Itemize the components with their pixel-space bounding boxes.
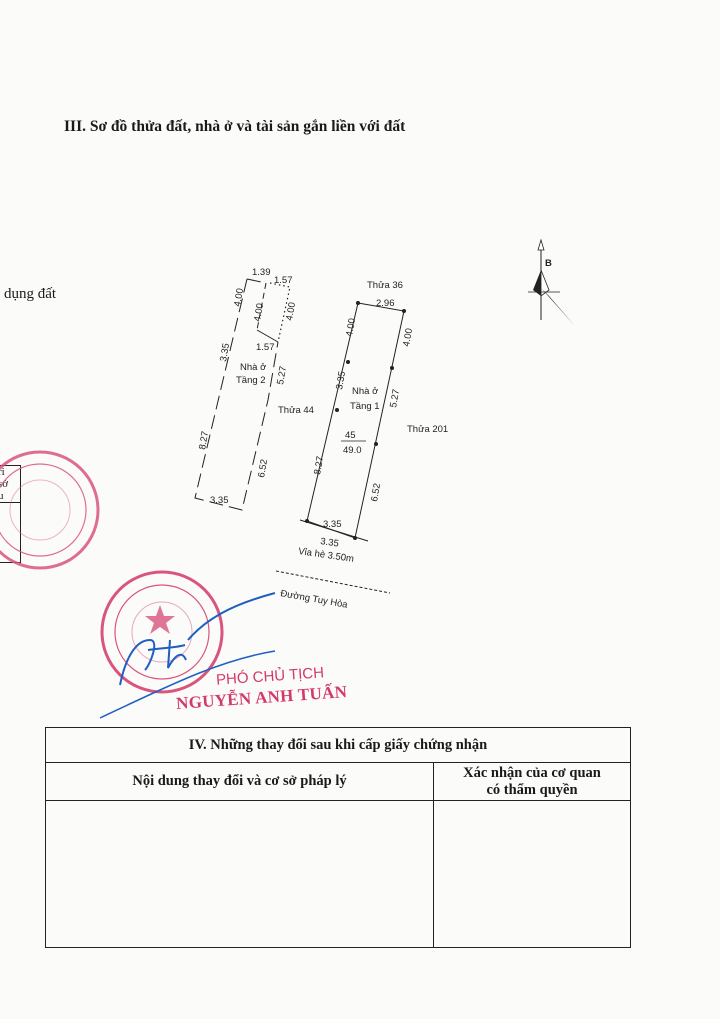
dim-top: 2.96 bbox=[376, 298, 395, 309]
floor2-label: Nhà ở bbox=[240, 362, 266, 373]
dim: 3.35 bbox=[210, 495, 229, 506]
cut-off-table: ri sở u bbox=[0, 465, 21, 563]
dim: 8.27 bbox=[197, 430, 211, 450]
cut-off-cell: u bbox=[0, 490, 20, 503]
dim-right-mid: 5.27 bbox=[388, 388, 402, 408]
north-label: B bbox=[545, 258, 552, 269]
dim: 4.00 bbox=[232, 287, 246, 307]
content-cell bbox=[45, 800, 434, 948]
dim-left-top: 4.00 bbox=[344, 317, 358, 337]
dim-right-top: 4.00 bbox=[401, 327, 415, 347]
stamp-official bbox=[100, 570, 224, 694]
floor1-label: Nhà ở bbox=[352, 386, 378, 397]
changes-table: IV. Những thay đổi sau khi cấp giấy chứn… bbox=[45, 727, 631, 948]
cut-off-cell: sở bbox=[0, 478, 9, 490]
floor1-labels: 2.96 4.00 3.35 8.27 4.00 5.27 6.52 3.35 … bbox=[278, 280, 448, 565]
signature bbox=[99, 592, 276, 719]
dim: 1.39 bbox=[252, 267, 271, 278]
dim-right-bottom: 6.52 bbox=[369, 482, 383, 502]
dim: 4.00 bbox=[284, 301, 298, 321]
dim-bottom-inner: 3.35 bbox=[323, 519, 342, 530]
dim: 1.57 bbox=[274, 275, 293, 286]
parcel-floor1 bbox=[299, 302, 405, 542]
column-header-confirmation: Xác nhận của cơ quan có thẩm quyền bbox=[433, 762, 631, 801]
parcel-vertices bbox=[305, 301, 406, 540]
parcel-floor2 bbox=[194, 278, 279, 511]
parcel-number: 45 bbox=[345, 430, 356, 441]
neighbor-top: Thửa 36 bbox=[367, 280, 403, 291]
neighbor-right: Thửa 201 bbox=[407, 424, 448, 435]
parcel-area: 49.0 bbox=[343, 445, 362, 456]
dim-bottom-outer: 3.35 bbox=[320, 536, 340, 549]
north-arrow-icon: B bbox=[528, 238, 575, 326]
dim: 1.57 bbox=[256, 342, 275, 353]
neighbor-middle: Thửa 44 bbox=[278, 405, 314, 416]
floor2-label: Tầng 2 bbox=[236, 375, 266, 386]
cut-off-cell: ri bbox=[0, 466, 5, 478]
stamp-left bbox=[0, 450, 100, 570]
dim: 4.00 bbox=[252, 302, 266, 322]
cut-off-text: dụng đất bbox=[4, 286, 57, 302]
sidewalk-label: Vỉa hè 3.50m bbox=[298, 546, 355, 565]
dim-left-mid: 3.35 bbox=[334, 370, 348, 390]
changes-table-title: IV. Những thay đổi sau khi cấp giấy chứn… bbox=[45, 727, 631, 763]
header-line: có thẩm quyền bbox=[486, 781, 578, 798]
confirmation-cell bbox=[433, 800, 631, 948]
road-label: Đường Tuy Hòa bbox=[279, 588, 349, 611]
header-line: Xác nhận của cơ quan bbox=[463, 764, 601, 781]
dim: 6.52 bbox=[256, 458, 270, 478]
section-title: III. Sơ đồ thửa đất, nhà ở và tài sản gắ… bbox=[64, 118, 406, 135]
floor2-labels: 1.39 1.57 4.00 4.00 4.00 1.57 3.35 5.27 … bbox=[197, 267, 298, 506]
dim: 3.35 bbox=[218, 342, 232, 362]
floor1-label: Tầng 1 bbox=[350, 401, 380, 412]
road-line bbox=[275, 570, 391, 594]
column-header-content: Nội dung thay đổi và cơ sở pháp lý bbox=[45, 762, 434, 801]
star-icon bbox=[145, 605, 175, 634]
dim-left-bottom: 8.27 bbox=[312, 455, 326, 475]
dim: 5.27 bbox=[275, 365, 289, 385]
